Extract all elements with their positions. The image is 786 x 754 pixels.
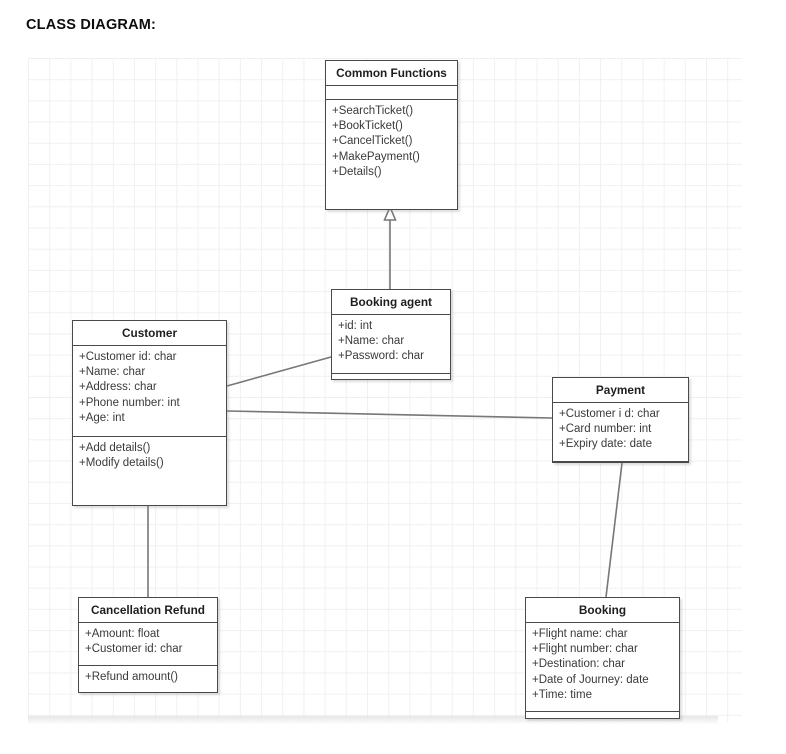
class-name-booking-agent: Booking agent	[332, 290, 450, 315]
attribute-row: +Name: char	[79, 366, 146, 379]
attribute-row: +Destination: char	[532, 658, 626, 671]
operation-row: +Refund amount()	[85, 671, 179, 683]
operations-compartment-booking-agent	[332, 374, 450, 390]
class-name-common-functions: Common Functions	[326, 61, 457, 86]
attribute-row: +Customer id: char	[79, 351, 177, 363]
operations-compartment-common-functions: +SearchTicket() +BookTicket() +CancelTic…	[326, 100, 457, 208]
class-box-booking[interactable]: Booking +Flight name: char +Flight numbe…	[525, 597, 680, 719]
attributes-compartment-payment: +Customer i d: char +Card number: int +E…	[553, 403, 688, 462]
page-title: CLASS DIAGRAM:	[26, 17, 157, 33]
attribute-row: +Name: char	[338, 335, 405, 348]
attribute-row: +Date of Journey: date	[532, 673, 649, 686]
attribute-row: +id: int	[338, 320, 373, 332]
attribute-row: +Customer id: char	[85, 643, 183, 656]
class-box-payment[interactable]: Payment +Customer i d: char +Card number…	[552, 377, 689, 463]
attribute-row: +Password: char	[338, 350, 424, 363]
class-box-booking-agent[interactable]: Booking agent +id: int +Name: char +Pass…	[331, 289, 451, 380]
operation-row: +MakePayment()	[332, 150, 420, 163]
class-name-cancellation-refund: Cancellation Refund	[79, 598, 217, 623]
class-box-common-functions[interactable]: Common Functions +SearchTicket() +BookTi…	[325, 60, 458, 210]
attributes-compartment-cancellation-refund: +Amount: float +Customer id: char	[79, 623, 217, 666]
attribute-row: +Expiry date: date	[559, 438, 653, 451]
attributes-compartment-booking-agent: +id: int +Name: char +Password: char	[332, 315, 450, 374]
operation-row: +SearchTicket()	[332, 105, 414, 117]
attribute-row: +Flight number: char	[532, 643, 638, 656]
class-box-customer[interactable]: Customer +Customer id: char +Name: char …	[72, 320, 227, 506]
attribute-row: +Phone number: int	[79, 396, 180, 409]
attribute-row: +Card number: int	[559, 423, 652, 436]
attribute-row: +Time: time	[532, 688, 592, 701]
operations-compartment-cancellation-refund: +Refund amount()	[79, 666, 217, 711]
canvas-bottom-shadow	[28, 716, 718, 724]
operation-row: +Add details()	[79, 442, 151, 454]
operations-compartment-payment	[553, 462, 688, 472]
operations-compartment-booking	[526, 712, 679, 726]
operations-compartment-customer: +Add details() +Modify details()	[73, 437, 226, 522]
operation-row: +BookTicket()	[332, 120, 403, 133]
attribute-row: +Customer i d: char	[559, 408, 660, 420]
operation-row: +Modify details()	[79, 457, 164, 470]
class-box-cancellation-refund[interactable]: Cancellation Refund +Amount: float +Cust…	[78, 597, 218, 693]
attribute-row: +Address: char	[79, 381, 157, 394]
operation-row: +Details()	[332, 165, 382, 178]
attributes-compartment-booking: +Flight name: char +Flight number: char …	[526, 623, 679, 712]
class-name-customer: Customer	[73, 321, 226, 346]
attribute-row: +Flight name: char	[532, 628, 628, 640]
class-name-booking: Booking	[526, 598, 679, 623]
operation-row: +CancelTicket()	[332, 135, 413, 148]
class-name-payment: Payment	[553, 378, 688, 403]
attribute-row: +Amount: float	[85, 628, 160, 640]
attributes-compartment-customer: +Customer id: char +Name: char +Address:…	[73, 346, 226, 437]
attribute-row: +Age: int	[79, 411, 125, 424]
attributes-compartment-common-functions	[326, 86, 457, 100]
